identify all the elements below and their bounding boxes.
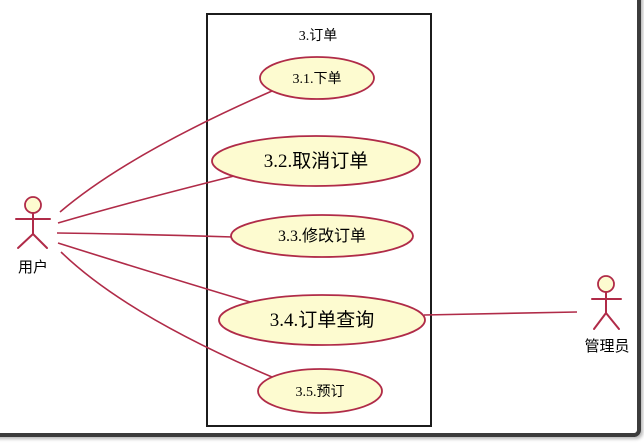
usecase-reserve: 3.5.预订 xyxy=(257,368,383,414)
connector-admin-query-order xyxy=(423,311,578,316)
actor-user-icon xyxy=(15,196,51,249)
actor-admin: 管理员 xyxy=(584,275,630,355)
connector-user-cancel-order xyxy=(57,175,235,224)
usecase-modify-order-label: 3.3.修改订单 xyxy=(278,227,366,245)
actor-admin-head xyxy=(597,275,615,293)
usecase-query-order: 3.4.订单查询 xyxy=(218,294,426,346)
usecase-reserve-ellipse xyxy=(257,368,383,414)
system-boundary-title: 3.订单 xyxy=(299,28,338,44)
usecase-place-order-ellipse xyxy=(259,56,375,100)
usecase-place-order-label: 3.1.下单 xyxy=(293,71,342,87)
usecase-modify-order-ellipse xyxy=(230,214,414,258)
usecase-cancel-order-ellipse xyxy=(211,135,421,187)
connectors xyxy=(56,90,578,378)
actor-user: 用户 xyxy=(15,196,51,276)
actor-user-head xyxy=(24,196,42,214)
usecase-cancel-order: 3.2.取消订单 xyxy=(211,135,421,187)
usecase-cancel-order-label: 3.2.取消订单 xyxy=(264,150,369,172)
usecase-place-order: 3.1.下单 xyxy=(259,56,375,100)
actor-user-label: 用户 xyxy=(18,259,48,276)
connector-user-reserve xyxy=(60,251,273,378)
usecase-query-order-ellipse xyxy=(218,294,426,346)
actor-admin-label: 管理员 xyxy=(584,338,629,355)
actor-admin-icon xyxy=(591,275,622,330)
usecase-reserve-label: 3.5.预订 xyxy=(296,384,345,400)
connector-user-place-order xyxy=(59,90,273,213)
connector-user-query-order xyxy=(57,242,251,303)
usecase-query-order-label: 3.4.订单查询 xyxy=(270,309,375,331)
actor-user-body xyxy=(15,212,51,249)
usecase-modify-order: 3.3.修改订单 xyxy=(230,214,414,258)
actor-admin-body xyxy=(591,291,622,330)
connector-user-modify-order xyxy=(56,232,234,238)
